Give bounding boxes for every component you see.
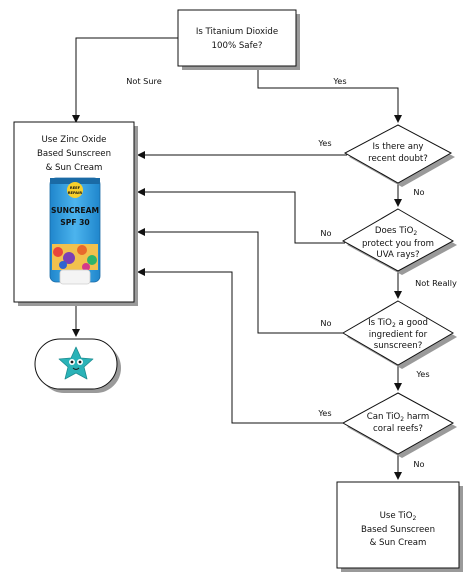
label-no-uva: No — [320, 228, 331, 238]
edge-good-zinc — [137, 228, 345, 334]
decision-recent-doubt: Is there any recent doubt? — [343, 124, 455, 187]
edge-uva-zinc — [137, 188, 345, 244]
doubt-line1: Is there any — [372, 142, 423, 152]
zinc-line1: Use Zinc Oxide — [42, 135, 107, 145]
tio2-line1-a: Use TiO — [380, 511, 413, 521]
good-line2: ingredient for — [369, 330, 428, 340]
label-not-sure: Not Sure — [126, 76, 162, 86]
tio2-line3: & Sun Cream — [370, 538, 427, 548]
label-yes-doubt: Yes — [317, 138, 331, 148]
starfish-icon — [58, 346, 94, 380]
decision-good-ingredient: Is TiO2 a good ingredient for sunscreen? — [342, 300, 457, 369]
start-node: Is Titanium Dioxide 100% Safe? — [177, 9, 300, 70]
uva-line1: Does TiO2 — [375, 226, 418, 237]
product-spf: SPF 30 — [60, 218, 89, 227]
uva-line1-sub: 2 — [413, 230, 417, 237]
label-no-doubt: No — [413, 187, 424, 197]
label-no-good: No — [320, 318, 331, 328]
brand-line2: REPAIR — [68, 191, 83, 195]
product-name: SUNCREAM — [51, 206, 99, 215]
terminal-node — [34, 338, 121, 393]
tio2-node: Use TiO2 Based Sunscreen & Sun Cream — [336, 481, 463, 572]
edge-coral-zinc — [137, 268, 345, 424]
uva-line1-text: Does TiO — [375, 226, 414, 236]
sunscreen-tube-image: REEF REPAIR SUNCREAM SPF 30 — [49, 177, 101, 285]
coral-line1-sub: 2 — [400, 416, 404, 423]
good-line1-sub: 2 — [392, 322, 396, 329]
zinc-line3: & Sun Cream — [46, 163, 103, 173]
doubt-line2: recent doubt? — [368, 154, 428, 164]
label-yes-coral: Yes — [317, 408, 331, 418]
decision-uva: Does TiO2 protect you from UVA rays? — [341, 208, 457, 275]
label-yes-start: Yes — [332, 76, 346, 86]
decision-coral-reefs: Can TiO2 harm coral reefs? — [341, 392, 457, 458]
label-not-really: Not Really — [415, 278, 457, 288]
coral-line1-a: Can TiO — [367, 412, 401, 422]
coral-line2: coral reefs? — [373, 424, 423, 434]
edge-labels: Not Sure Yes Yes No No Not Really No Yes… — [126, 76, 457, 469]
label-yes-good: Yes — [415, 369, 429, 379]
coral-line1: Can TiO2 harm — [367, 412, 430, 423]
good-line1-a: Is TiO — [368, 318, 392, 328]
edges — [72, 37, 402, 480]
uva-line2: protect you from — [362, 239, 434, 249]
zinc-line2: Based Sunscreen — [37, 149, 111, 159]
tio2-line1-sub: 2 — [413, 515, 417, 522]
edge-start-doubt — [257, 66, 402, 123]
good-line3: sunscreen? — [374, 341, 423, 351]
tio2-line2: Based Sunscreen — [361, 525, 435, 535]
good-line1-b: a good — [396, 318, 428, 328]
start-line2: 100% Safe? — [212, 41, 263, 51]
start-line1: Is Titanium Dioxide — [196, 27, 278, 37]
edge-start-zinc — [72, 37, 178, 123]
label-no-coral: No — [413, 459, 424, 469]
tio2-line1: Use TiO2 — [380, 511, 417, 522]
coral-line1-b: harm — [404, 412, 429, 422]
uva-line3: UVA rays? — [376, 250, 419, 260]
brand-line1: REEF — [70, 186, 81, 190]
good-line1: Is TiO2 a good — [368, 318, 428, 329]
zinc-oxide-node: Use Zinc Oxide Based Sunscreen & Sun Cre… — [13, 121, 138, 306]
